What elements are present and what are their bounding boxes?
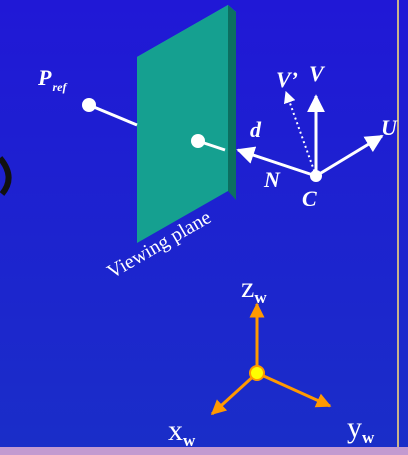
left-edge-arc — [0, 156, 12, 196]
u-vector — [315, 134, 384, 178]
v-label: V — [309, 61, 326, 86]
xw-label: xw — [168, 414, 196, 450]
plane-side-face — [228, 5, 236, 200]
d-label: d — [250, 117, 262, 142]
camera-point — [310, 170, 322, 182]
yw-axis — [256, 371, 332, 408]
world-axes — [210, 302, 332, 416]
world-origin-point — [249, 365, 265, 381]
n-vector — [236, 146, 317, 178]
xw-axis — [210, 371, 259, 416]
c-label: C — [302, 186, 317, 211]
pref-line — [88, 103, 138, 127]
viewing-plane — [137, 5, 236, 243]
plane-front-face — [137, 5, 228, 243]
bottom-frame-strip — [0, 447, 408, 455]
n-label: N — [263, 167, 281, 192]
yw-label: yw — [347, 411, 375, 447]
plane-point-line — [197, 139, 226, 152]
v-prime-label: V’ — [276, 67, 298, 92]
u-label: U — [381, 115, 398, 140]
pref-label: Pref — [37, 65, 67, 94]
pref-point — [82, 98, 96, 112]
zw-label: zw — [241, 271, 267, 307]
